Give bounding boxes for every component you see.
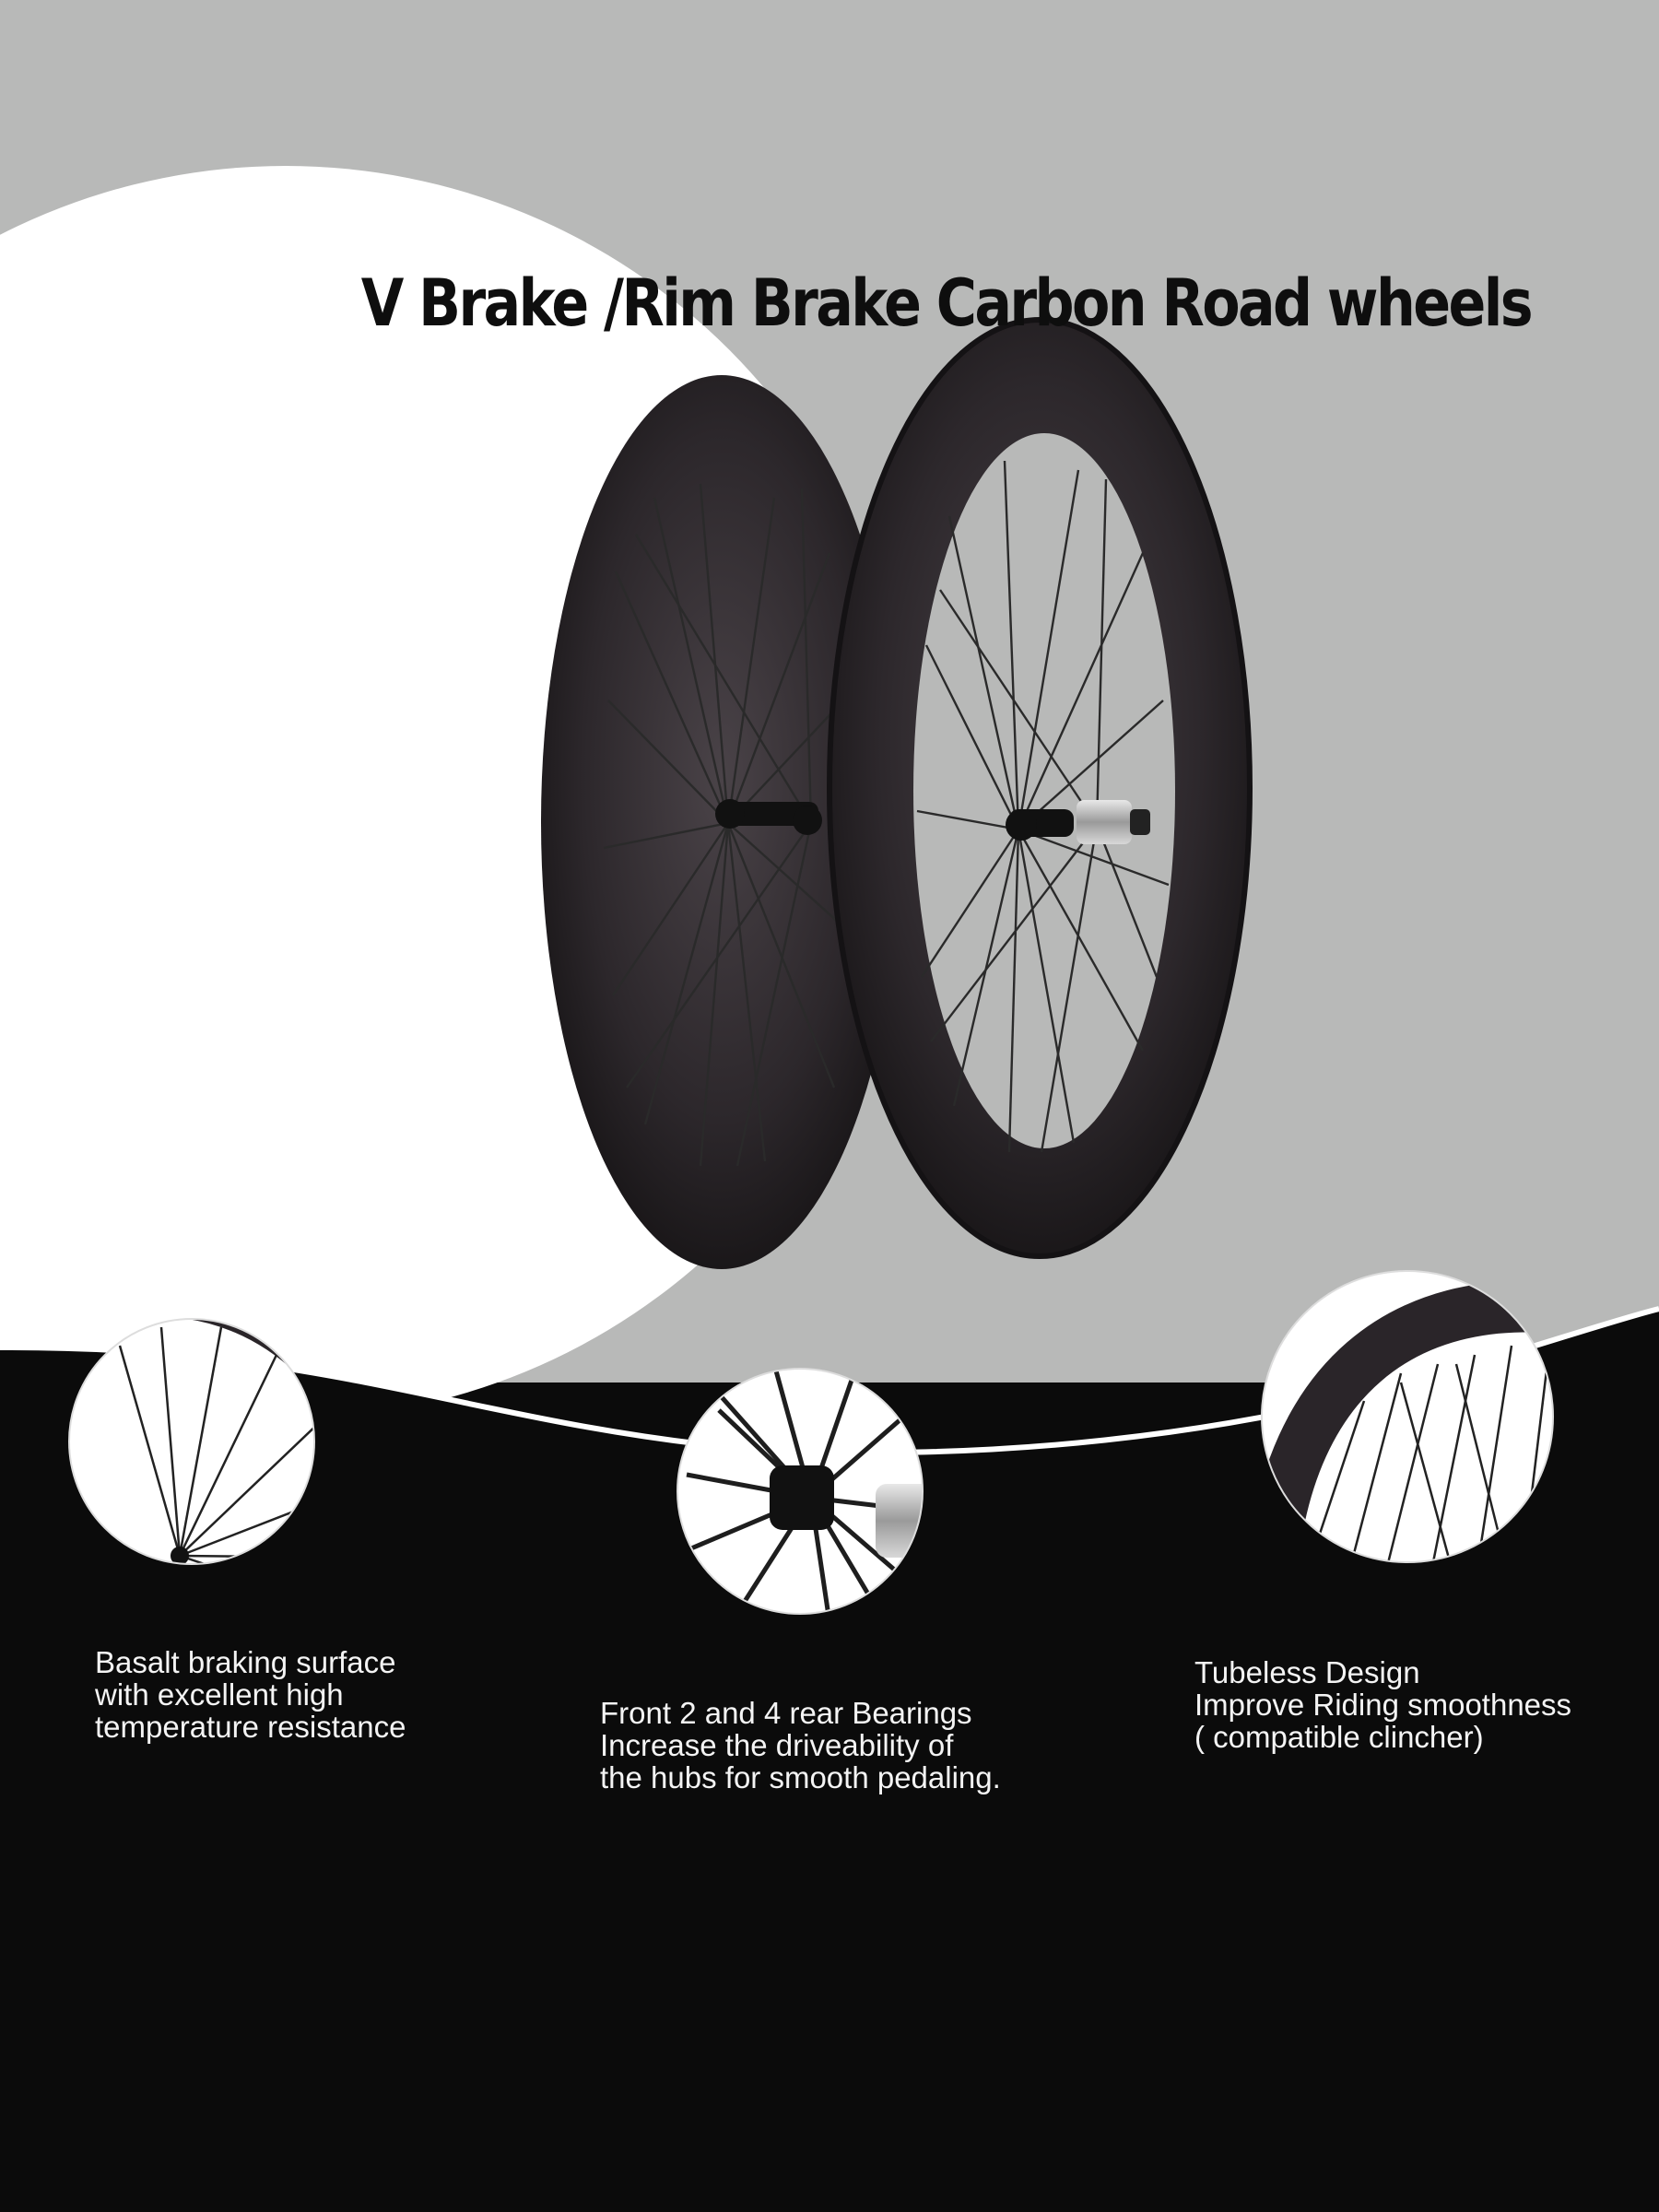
caption-line: Front 2 and 4 rear Bearings [600,1696,972,1730]
rear-wheel-icon [541,375,902,1269]
feature-caption-braking-surface: Basalt braking surface with excellent hi… [95,1646,406,1743]
tubeless-rim-closeup-icon [1261,1270,1554,1563]
rim-closeup-icon [68,1318,315,1565]
caption-line: Basalt braking surface [95,1645,396,1679]
caption-line: Improve Riding smoothness [1194,1688,1572,1722]
caption-line: the hubs for smooth pedaling. [600,1760,1001,1794]
caption-line: Tubeless Design [1194,1655,1420,1689]
feature-caption-bearings: Front 2 and 4 rear Bearings Increase the… [600,1697,1001,1794]
feature-caption-tubeless: Tubeless Design Improve Riding smoothnes… [1194,1656,1571,1753]
caption-line: Increase the driveability of [600,1728,954,1762]
caption-line: temperature resistance [95,1710,406,1744]
caption-line: with excellent high [95,1677,344,1712]
black-wave-band [0,1309,1659,2212]
banner-title: V Brake /Rim Brake Carbon Road wheels [360,265,1534,341]
front-wheel-icon [827,317,1253,1259]
caption-line: ( compatible clincher) [1194,1720,1484,1754]
